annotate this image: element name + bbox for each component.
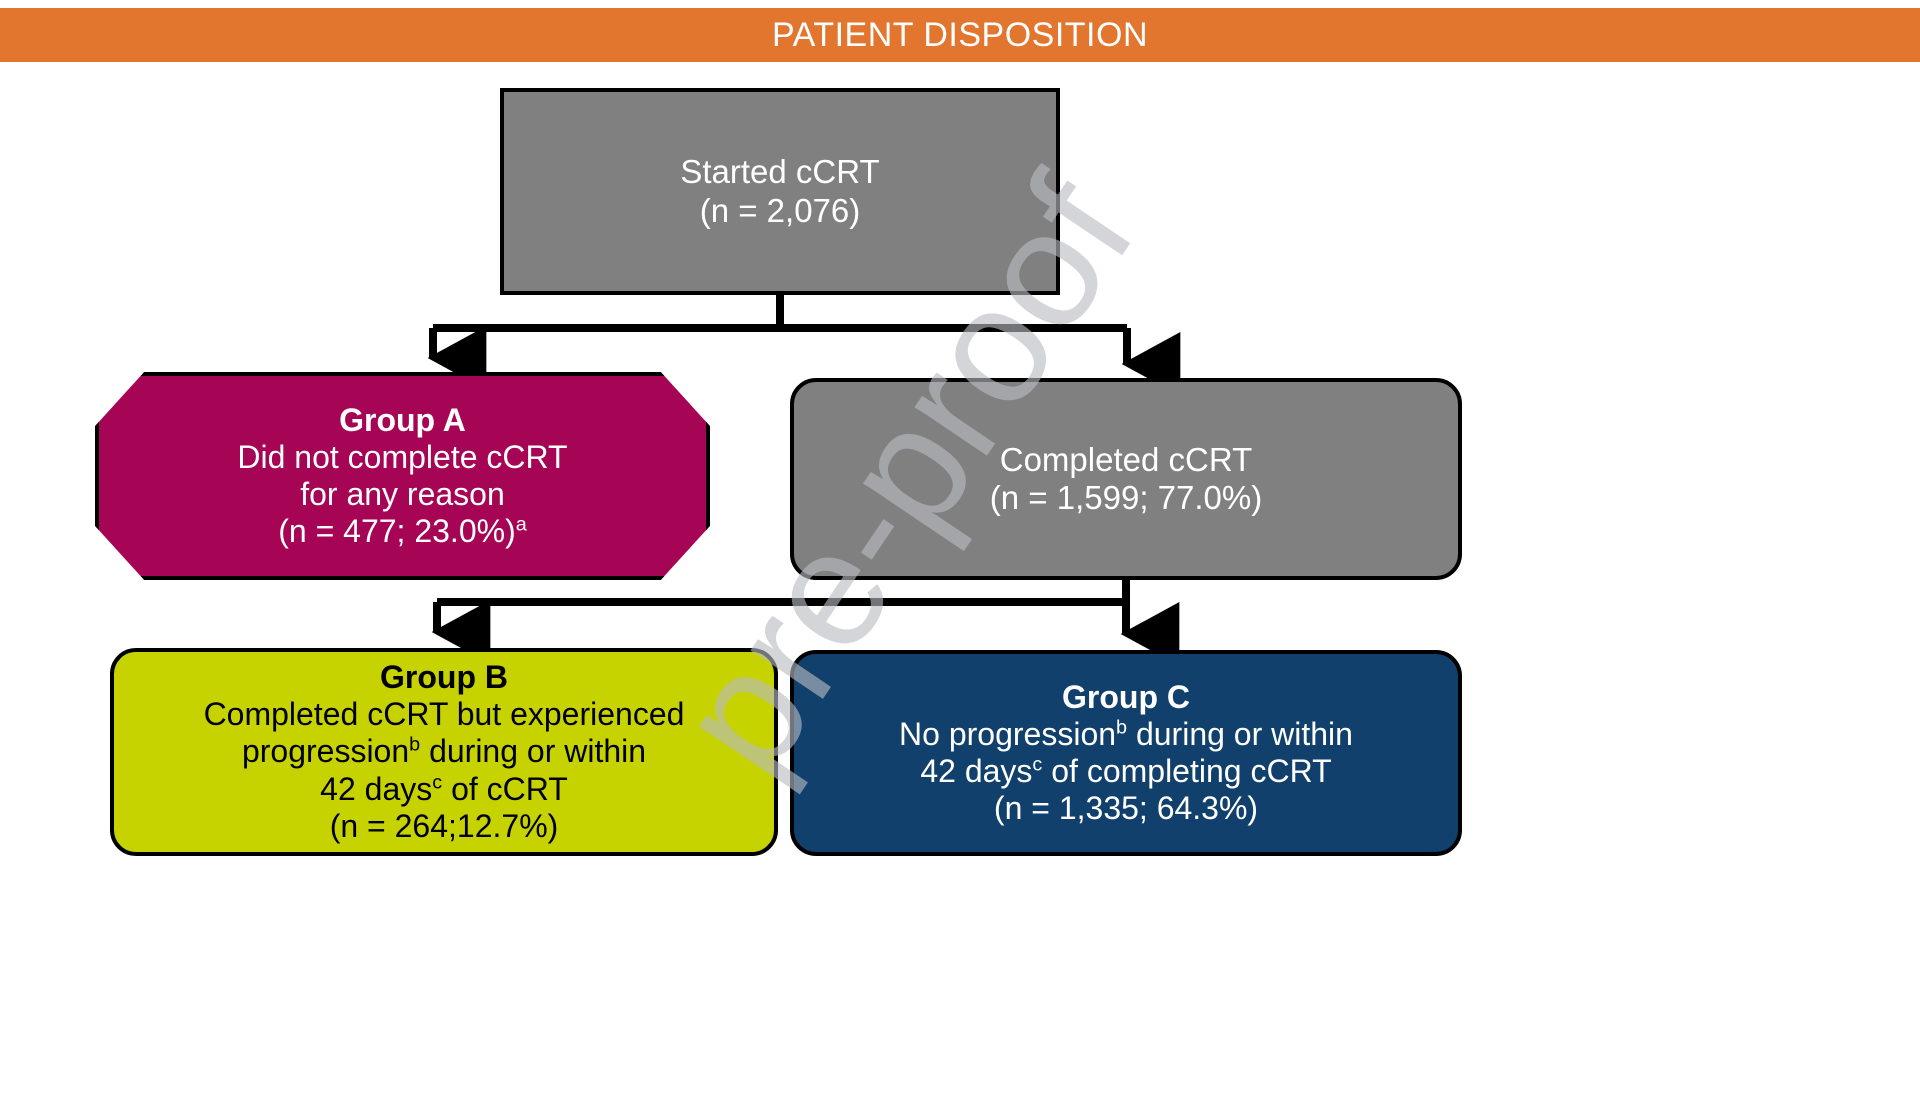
node-group-a: Group A Did not complete cCRT for any re… [95,372,710,580]
page-header-banner: PATIENT DISPOSITION [0,8,1920,62]
node-group-b-line-3-pre: 42 days [320,770,433,807]
node-group-b-line-1: Completed cCRT but experienced [203,696,685,733]
node-group-a-title: Group A [339,401,466,438]
node-group-c-line-1-post: during or within [1127,715,1353,752]
node-group-b-line-3-post: of cCRT [442,770,568,807]
node-group-c-footnote-b: b [1116,716,1128,739]
node-group-b-line-3: 42 daysc of cCRT [320,771,568,808]
node-group-a-line-1: Did not complete cCRT [237,438,568,475]
node-group-a-text: Group A Did not complete cCRT for any re… [237,402,567,550]
node-group-c-count: (n = 1,335; 64.3%) [993,790,1259,827]
node-group-c: Group C No progressionb during or within… [790,650,1462,856]
node-group-a-count: (n = 477; 23.0%)a [237,513,567,550]
connector-lines [427,295,1181,666]
node-group-a-count-text: (n = 477; 23.0%) [278,513,516,550]
node-group-b-footnote-b: b [409,733,421,756]
node-started-line-2: (n = 2,076) [699,191,861,229]
node-group-b-footnote-c: c [432,770,443,793]
node-group-c-line-2-post: of completing cCRT [1042,753,1332,789]
node-group-c-title: Group C [1062,678,1190,715]
node-group-b-line-2: progressionb during or within [242,733,646,770]
diagram-canvas: PATIENT DISPOSITION Started cCRT (n = 2,… [0,8,1920,856]
node-group-b-count: (n = 264;12.7%) [329,807,559,844]
node-completed-line-1: Completed cCRT [999,440,1253,478]
node-completed-ccrt: Completed cCRT (n = 1,599; 77.0%) [790,378,1462,580]
node-group-c-line-2-pre: 42 days [920,753,1033,789]
node-started-ccrt: Started cCRT (n = 2,076) [500,88,1060,295]
node-group-b-line-2-pre: progression [241,733,410,770]
node-group-c-footnote-c: c [1032,753,1043,776]
node-group-a-footnote-marker: a [515,513,527,536]
node-group-b: Group B Completed cCRT but experienced p… [110,648,778,856]
octagon-shape [95,372,710,580]
node-group-b-title: Group B [380,659,508,696]
page-title: PATIENT DISPOSITION [772,16,1148,54]
node-group-a-line-2: for any reason [300,476,505,512]
node-started-line-1: Started cCRT [680,153,880,191]
node-group-c-line-1: No progressionb during or within [899,716,1353,753]
node-group-b-line-2-post: during or within [420,733,647,770]
node-group-c-line-2: 42 daysc of completing cCRT [920,753,1331,790]
node-group-c-line-1-pre: No progression [899,715,1117,752]
node-completed-line-2: (n = 1,599; 77.0%) [989,479,1263,516]
